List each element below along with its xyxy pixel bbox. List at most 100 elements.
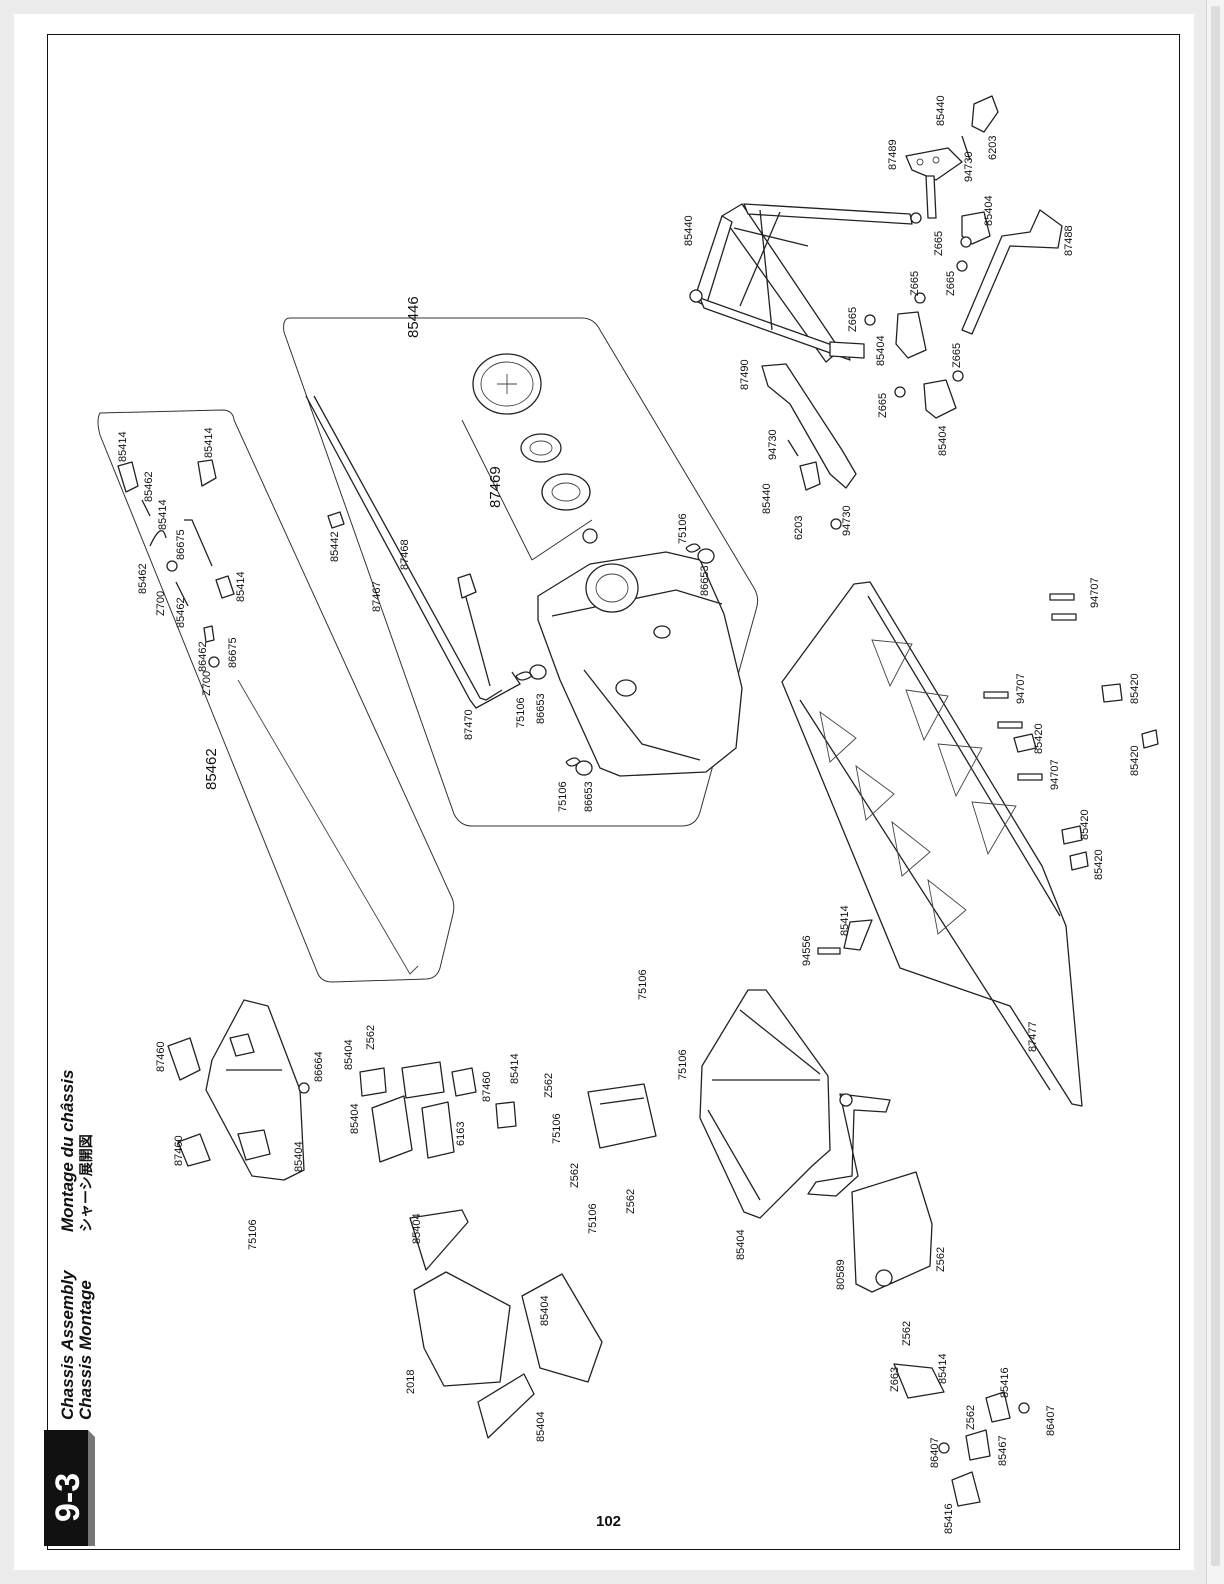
throttle-linkage-parts bbox=[117, 459, 419, 975]
part-number-label: 85420 bbox=[1079, 809, 1091, 840]
fuel-tank-body bbox=[537, 551, 743, 777]
part-number-label: 86462 bbox=[197, 641, 209, 672]
part-number-label: 85462 bbox=[175, 597, 187, 628]
grommet-86653-a bbox=[697, 548, 715, 564]
part-number-label: 6203 bbox=[987, 136, 999, 160]
link-85414-lower bbox=[893, 1363, 945, 1399]
part-number-label: Z562 bbox=[365, 1025, 377, 1050]
part-number-label: 85414 bbox=[117, 431, 129, 462]
part-number-label: 75106 bbox=[677, 513, 689, 544]
cover-85404-a bbox=[409, 1209, 469, 1271]
part-number-label: 85420 bbox=[1129, 745, 1141, 776]
section-number: 9-3 bbox=[49, 1473, 87, 1522]
title-japanese: シャーシ展開図 bbox=[79, 1134, 95, 1232]
bracket-87490 bbox=[761, 363, 857, 489]
part-number-label: Z665 bbox=[933, 231, 945, 256]
bellcrank-85404 bbox=[807, 1093, 891, 1197]
ball-end-85416-b bbox=[951, 1471, 981, 1507]
part-number-label: 6163 bbox=[455, 1122, 467, 1146]
part-number-label: 85404 bbox=[983, 195, 995, 226]
grommet-86664 bbox=[298, 1082, 310, 1094]
part-number-label: 85420 bbox=[1093, 849, 1105, 880]
clip-75106-c bbox=[565, 757, 581, 767]
section-header: 9-3 Chassis Assembly Chassis Montage Mon… bbox=[44, 1070, 95, 1546]
part-number-label: 85414 bbox=[937, 1353, 949, 1384]
screw-94707-a bbox=[1049, 593, 1075, 601]
scrollbar-thumb[interactable] bbox=[1211, 6, 1220, 1566]
title-french: Montage du châssis bbox=[58, 1070, 77, 1232]
screw-94707-d bbox=[997, 721, 1023, 729]
part-number-label: 86653 bbox=[699, 565, 711, 596]
screw-94707-b bbox=[1051, 613, 1077, 621]
post-85420-b bbox=[1101, 683, 1123, 703]
fuel-cap-bracket bbox=[461, 419, 533, 561]
clip-75106-a bbox=[685, 543, 701, 553]
part-number-label: 80589 bbox=[835, 1259, 847, 1290]
servo-80589 bbox=[851, 1171, 933, 1293]
grommet-86653-c bbox=[575, 760, 593, 776]
part-number-label: 85420 bbox=[1033, 723, 1045, 754]
fuel-tank-group-outline bbox=[283, 317, 759, 827]
page-frame bbox=[47, 34, 1180, 1550]
receiver-85404 bbox=[371, 1095, 413, 1163]
part-number-label: 86675 bbox=[175, 529, 187, 560]
receiver-87460 bbox=[167, 1037, 201, 1081]
part-number-label: 75106 bbox=[557, 781, 569, 812]
part-number-label: 75106 bbox=[551, 1113, 563, 1144]
part-number-label: 94707 bbox=[1089, 577, 1101, 608]
part-number-label: 85404 bbox=[735, 1229, 747, 1260]
part-number-label: Z562 bbox=[543, 1073, 555, 1098]
part-number-label: 85404 bbox=[875, 335, 887, 366]
fuel-cap-bracket-2 bbox=[531, 519, 593, 561]
part-number-label: 87477 bbox=[1027, 1021, 1039, 1052]
ball-end-85467 bbox=[965, 1429, 991, 1461]
fuel-line-87467 bbox=[305, 395, 521, 709]
group-label-fuel-cap: 87469 bbox=[487, 466, 504, 508]
spring-94730 bbox=[787, 439, 799, 457]
part-number-label: 86653 bbox=[535, 693, 547, 724]
part-number-label: 85404 bbox=[411, 1213, 423, 1244]
part-number-label: 87460 bbox=[155, 1041, 167, 1072]
part-number-label: 2018 bbox=[405, 1370, 417, 1394]
part-number-label: 75106 bbox=[637, 969, 649, 1000]
part-number-label: Z665 bbox=[877, 393, 889, 418]
part-number-label: Z562 bbox=[901, 1321, 913, 1346]
fuel-line-87468 bbox=[313, 395, 503, 701]
part-number-label: 85414 bbox=[509, 1053, 521, 1084]
part-number-label: Z700 bbox=[201, 671, 213, 696]
rear-roll-frame bbox=[689, 203, 922, 363]
part-number-label: Z562 bbox=[569, 1163, 581, 1188]
part-number-label: 87460 bbox=[173, 1135, 185, 1166]
part-number-label: 85462 bbox=[143, 471, 155, 502]
part-number-label: 94707 bbox=[1015, 673, 1027, 704]
main-chassis-plate bbox=[781, 581, 1083, 1107]
part-number-label: Z562 bbox=[935, 1247, 947, 1272]
part-number-label: 94730 bbox=[963, 151, 975, 182]
part-number-label: 86653 bbox=[583, 781, 595, 812]
part-number-label: 87468 bbox=[399, 539, 411, 570]
part-number-label: 86407 bbox=[1045, 1405, 1057, 1436]
part-number-label: 94556 bbox=[801, 935, 813, 966]
part-number-label: 85416 bbox=[943, 1503, 955, 1534]
part-number-label: 86407 bbox=[929, 1437, 941, 1468]
part-number-label: 75106 bbox=[247, 1219, 259, 1250]
part-number-label: Z665 bbox=[951, 343, 963, 368]
grommet-86653-b bbox=[529, 664, 547, 680]
part-number-label: 87467 bbox=[371, 581, 383, 612]
part-number-label: 85404 bbox=[293, 1141, 305, 1172]
air-box-2018 bbox=[413, 1271, 511, 1387]
post-85420-d bbox=[1061, 825, 1083, 845]
part-number-label: 85440 bbox=[683, 215, 695, 246]
part-number-label: 94707 bbox=[1049, 759, 1061, 790]
rear-bracket-87489 bbox=[905, 147, 963, 181]
vertical-scrollbar[interactable] bbox=[1206, 0, 1224, 1584]
mount-85404-a bbox=[961, 211, 991, 245]
post-85420-a bbox=[1013, 733, 1037, 753]
part-number-label: Z562 bbox=[625, 1189, 637, 1214]
fuel-cap bbox=[472, 353, 598, 544]
title-english: Chassis Assembly bbox=[58, 1269, 77, 1420]
part-number-label: 87470 bbox=[463, 709, 475, 740]
pad-6163 bbox=[421, 1101, 455, 1159]
part-number-label: 85467 bbox=[997, 1435, 1009, 1466]
clunk-line bbox=[463, 589, 491, 687]
